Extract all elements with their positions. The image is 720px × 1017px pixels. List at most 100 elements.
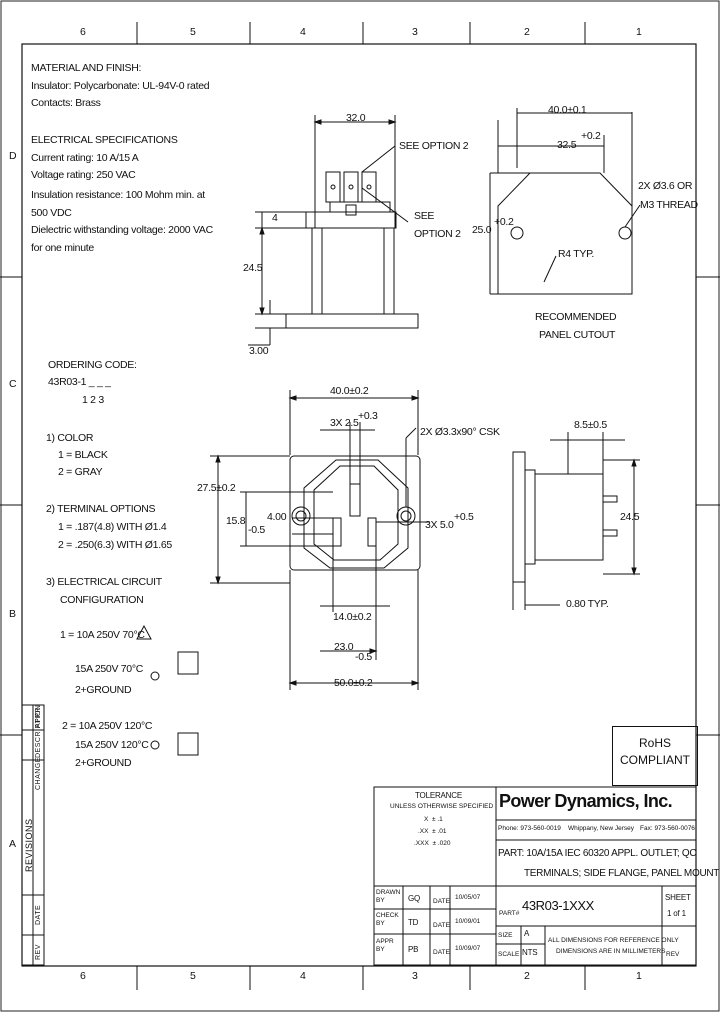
- tol-row-2-sign: ±: [432, 828, 436, 835]
- part-line-1: PART: 10A/15A IEC 60320 APPL. OUTLET; QC: [498, 848, 697, 859]
- cutout-dim-inner: 32.5: [557, 139, 577, 151]
- front-dim-50: 50.0±0.2: [334, 677, 373, 689]
- circuit-symbols: [136, 624, 199, 756]
- right-dim-thick: 0.80 TYP.: [566, 598, 609, 610]
- row-label-d: D: [9, 150, 17, 162]
- col-label-6: 6: [80, 26, 86, 38]
- tol-row-3-sign: ±: [432, 840, 437, 847]
- elec-dielectric: Dielectric withstanding voltage: 2000 VA…: [31, 224, 213, 236]
- terminal-option-2: 2 = .250(6.3) WITH Ø1.65: [58, 539, 172, 551]
- revisions-table: [21, 704, 45, 966]
- col-label-5: 5: [190, 26, 196, 38]
- material-contacts: Contacts: Brass: [31, 97, 101, 109]
- disclaimer-2: DIMENSIONS ARE IN MILLIMETERS: [556, 948, 666, 955]
- tol-row-1: X ± .1: [424, 816, 443, 824]
- company-name: Power Dynamics, Inc.: [499, 791, 673, 811]
- ordering-positions: 1 2 3: [82, 394, 104, 406]
- col-label-3-bottom: 3: [412, 970, 418, 982]
- col-label-1-bottom: 1: [636, 970, 642, 982]
- rev-col-rev: REV: [35, 944, 42, 960]
- tol-row-1-key: X: [424, 816, 429, 823]
- check-date-label: DATE: [433, 922, 450, 929]
- side-dim-height: 24.5: [243, 262, 263, 274]
- col-label-5-bottom: 5: [190, 970, 196, 982]
- col-label-3: 3: [412, 26, 418, 38]
- tolerance-sub: UNLESS OTHERWISE SPECIFIED: [390, 803, 494, 810]
- color-title: 1) COLOR: [46, 432, 94, 444]
- side-dim-flange: 3.00: [249, 345, 269, 357]
- front-dim-14: 14.0±0.2: [333, 611, 372, 623]
- circuit-title-2: CONFIGURATION: [60, 594, 144, 606]
- sheet-value: 1 of 1: [667, 909, 686, 918]
- front-dim-23: 23.0: [334, 641, 354, 653]
- front-dim-15-tol: -0.5: [248, 524, 265, 536]
- material-title: MATERIAL AND FINISH:: [31, 62, 142, 74]
- front-dim-pins-tol: +0.3: [358, 410, 378, 422]
- circuit-2-line-3: 2+GROUND: [75, 757, 132, 769]
- elec-insulation: Insulation resistance: 100 Mohm min. at: [31, 189, 205, 201]
- cutout-caption-2: PANEL CUTOUT: [539, 329, 616, 341]
- size-label: SIZE: [498, 932, 513, 939]
- drawn-by: GQ: [408, 894, 421, 903]
- size-value: A: [524, 929, 530, 938]
- rev-label: REV: [666, 951, 680, 958]
- part-line-2: TERMINALS; SIDE FLANGE, PANEL MOUNT: [524, 868, 720, 879]
- panel-cutout: [489, 108, 641, 295]
- tol-row-1-val: .1: [437, 816, 443, 823]
- part-number: 43R03-1XXX: [522, 898, 594, 913]
- cutout-caption-1: RECOMMENDED: [535, 311, 617, 323]
- circuit-title: 3) ELECTRICAL CIRCUIT: [46, 576, 162, 588]
- rev-col-change: CHANGE: [35, 757, 42, 790]
- circuit-1-line-1: 1 = 10A 250V 70°C: [60, 629, 145, 641]
- tol-row-2: .XX ± .01: [418, 828, 447, 836]
- scale-label: SCALE: [498, 951, 520, 958]
- rohs-line-1: RoHS: [638, 736, 671, 750]
- terminal-title: 2) TERMINAL OPTIONS: [46, 503, 156, 515]
- front-dim-3x5: 3X 5.0: [425, 519, 454, 531]
- circuit-2-line-2: 15A 250V 120°C: [75, 739, 149, 751]
- elec-voltage: Voltage rating: 250 VAC: [31, 169, 136, 181]
- cutout-dim-inner-tol: +0.2: [581, 130, 601, 142]
- side-see-label: SEE: [414, 210, 435, 222]
- elec-title: ELECTRICAL SPECIFICATIONS: [31, 134, 178, 146]
- appr-label: APPR BY: [376, 938, 394, 953]
- drawn-date-label: DATE: [433, 898, 450, 905]
- tolerance-title: TOLERANCE: [415, 791, 462, 800]
- circuit-1-line-2: 15A 250V 70°C: [75, 663, 144, 675]
- front-dim-4: 4.00: [267, 511, 287, 523]
- col-label-2-bottom: 2: [524, 970, 530, 982]
- appr-by: PB: [408, 945, 419, 954]
- side-dim-width: 32.0: [346, 112, 366, 124]
- cutout-dim-height: 25.0: [472, 224, 492, 236]
- row-label-a: A: [9, 838, 16, 850]
- row-label-c: C: [9, 378, 17, 390]
- check-by: TD: [408, 918, 419, 927]
- right-dim-height: 24.5: [620, 511, 640, 523]
- drawn-date: 10/05/07: [455, 894, 481, 901]
- front-view: [210, 390, 430, 690]
- ordering-title: ORDERING CODE:: [48, 359, 137, 371]
- title-block: [373, 786, 697, 966]
- tol-row-3-key: .XXX: [414, 840, 429, 847]
- cutout-holes-2: M3 THREAD: [640, 199, 698, 211]
- company-city: Whippany, New Jersey: [568, 825, 634, 832]
- elec-current: Current rating: 10 A/15 A: [31, 152, 139, 164]
- color-option-2: 2 = GRAY: [58, 466, 103, 478]
- front-dim-23-tol: -0.5: [355, 651, 372, 663]
- tol-row-3-val: .020: [437, 840, 451, 847]
- col-label-6-bottom: 6: [80, 970, 86, 982]
- rev-col-appr: APPR: [35, 706, 42, 728]
- cutout-holes-1: 2X Ø3.6 OR: [638, 180, 693, 192]
- side-view: [248, 115, 419, 346]
- col-label-4-bottom: 4: [300, 970, 306, 982]
- revisions-title: REVISIONS: [24, 818, 34, 872]
- company-phone: Phone: 973-560-0019: [498, 825, 561, 832]
- rohs-line-2: COMPLIANT: [619, 753, 690, 767]
- appr-date-label: DATE: [433, 949, 450, 956]
- material-insulator: Insulator: Polycarbonate: UL-94V-0 rated: [31, 80, 210, 92]
- right-view: [512, 432, 640, 610]
- row-label-b: B: [9, 608, 16, 620]
